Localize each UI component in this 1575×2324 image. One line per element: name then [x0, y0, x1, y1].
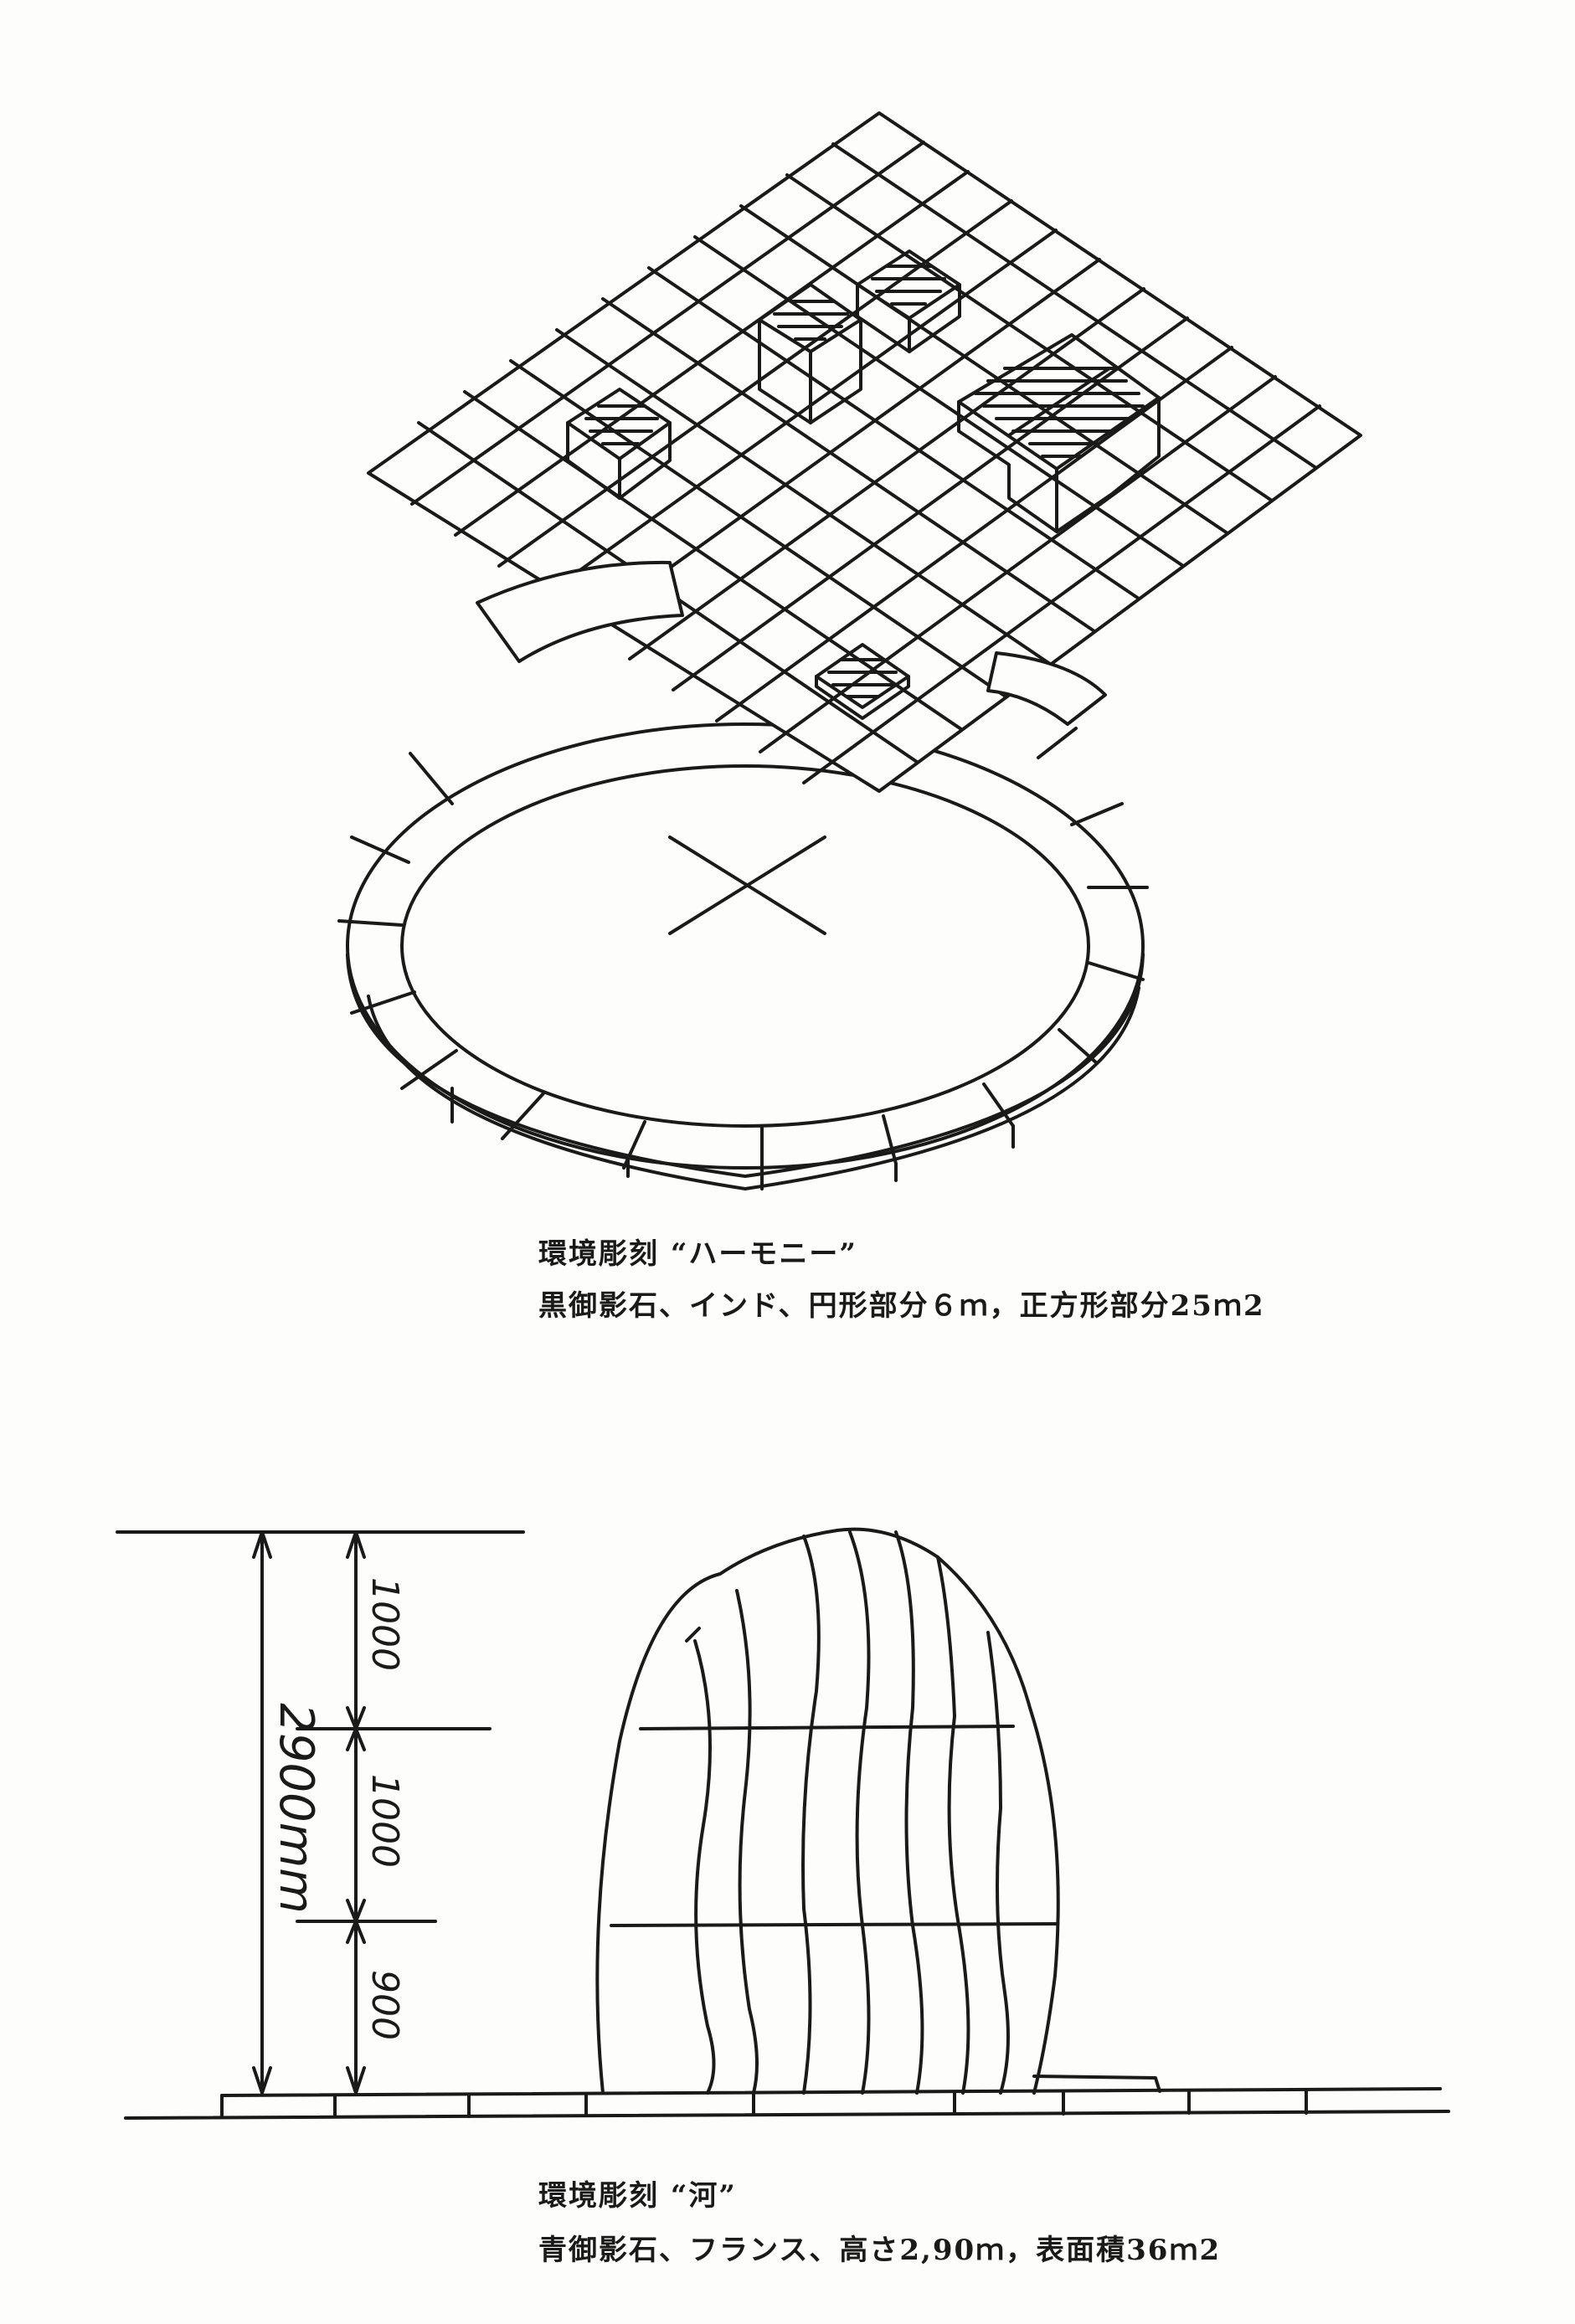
- river-dimension-lines: [116, 1530, 525, 2095]
- harmony-stone-blocks: [566, 249, 1161, 720]
- dimension-segment-3: 900: [363, 1970, 406, 2040]
- river-sculpture: [595, 1527, 1060, 2095]
- sculpture2-title: 環境彫刻 “河”: [538, 2179, 737, 2213]
- harmony-circular-basin: [337, 722, 1149, 1190]
- dimension-segment-1: 1000: [363, 1577, 406, 1671]
- sculpture1-title: 環境彫刻 “ハーモニー”: [538, 1237, 857, 1271]
- sculpture1-description: 黒御影石、インド、円形部分６ｍ，正方形部分25ｍ2: [538, 1289, 1265, 1323]
- sculpture2-description: 青御影石、フランス、高さ2,90ｍ，表面積36ｍ2: [538, 2234, 1222, 2267]
- dimension-segment-2: 1000: [363, 1774, 406, 1868]
- river-dimension-labels: 1000 1000 900 2900mm: [269, 1577, 406, 2040]
- dimension-total: 2900mm: [269, 1703, 323, 1914]
- harmony-tiled-square: [367, 111, 1362, 793]
- river-ground-base: [124, 2075, 1450, 2120]
